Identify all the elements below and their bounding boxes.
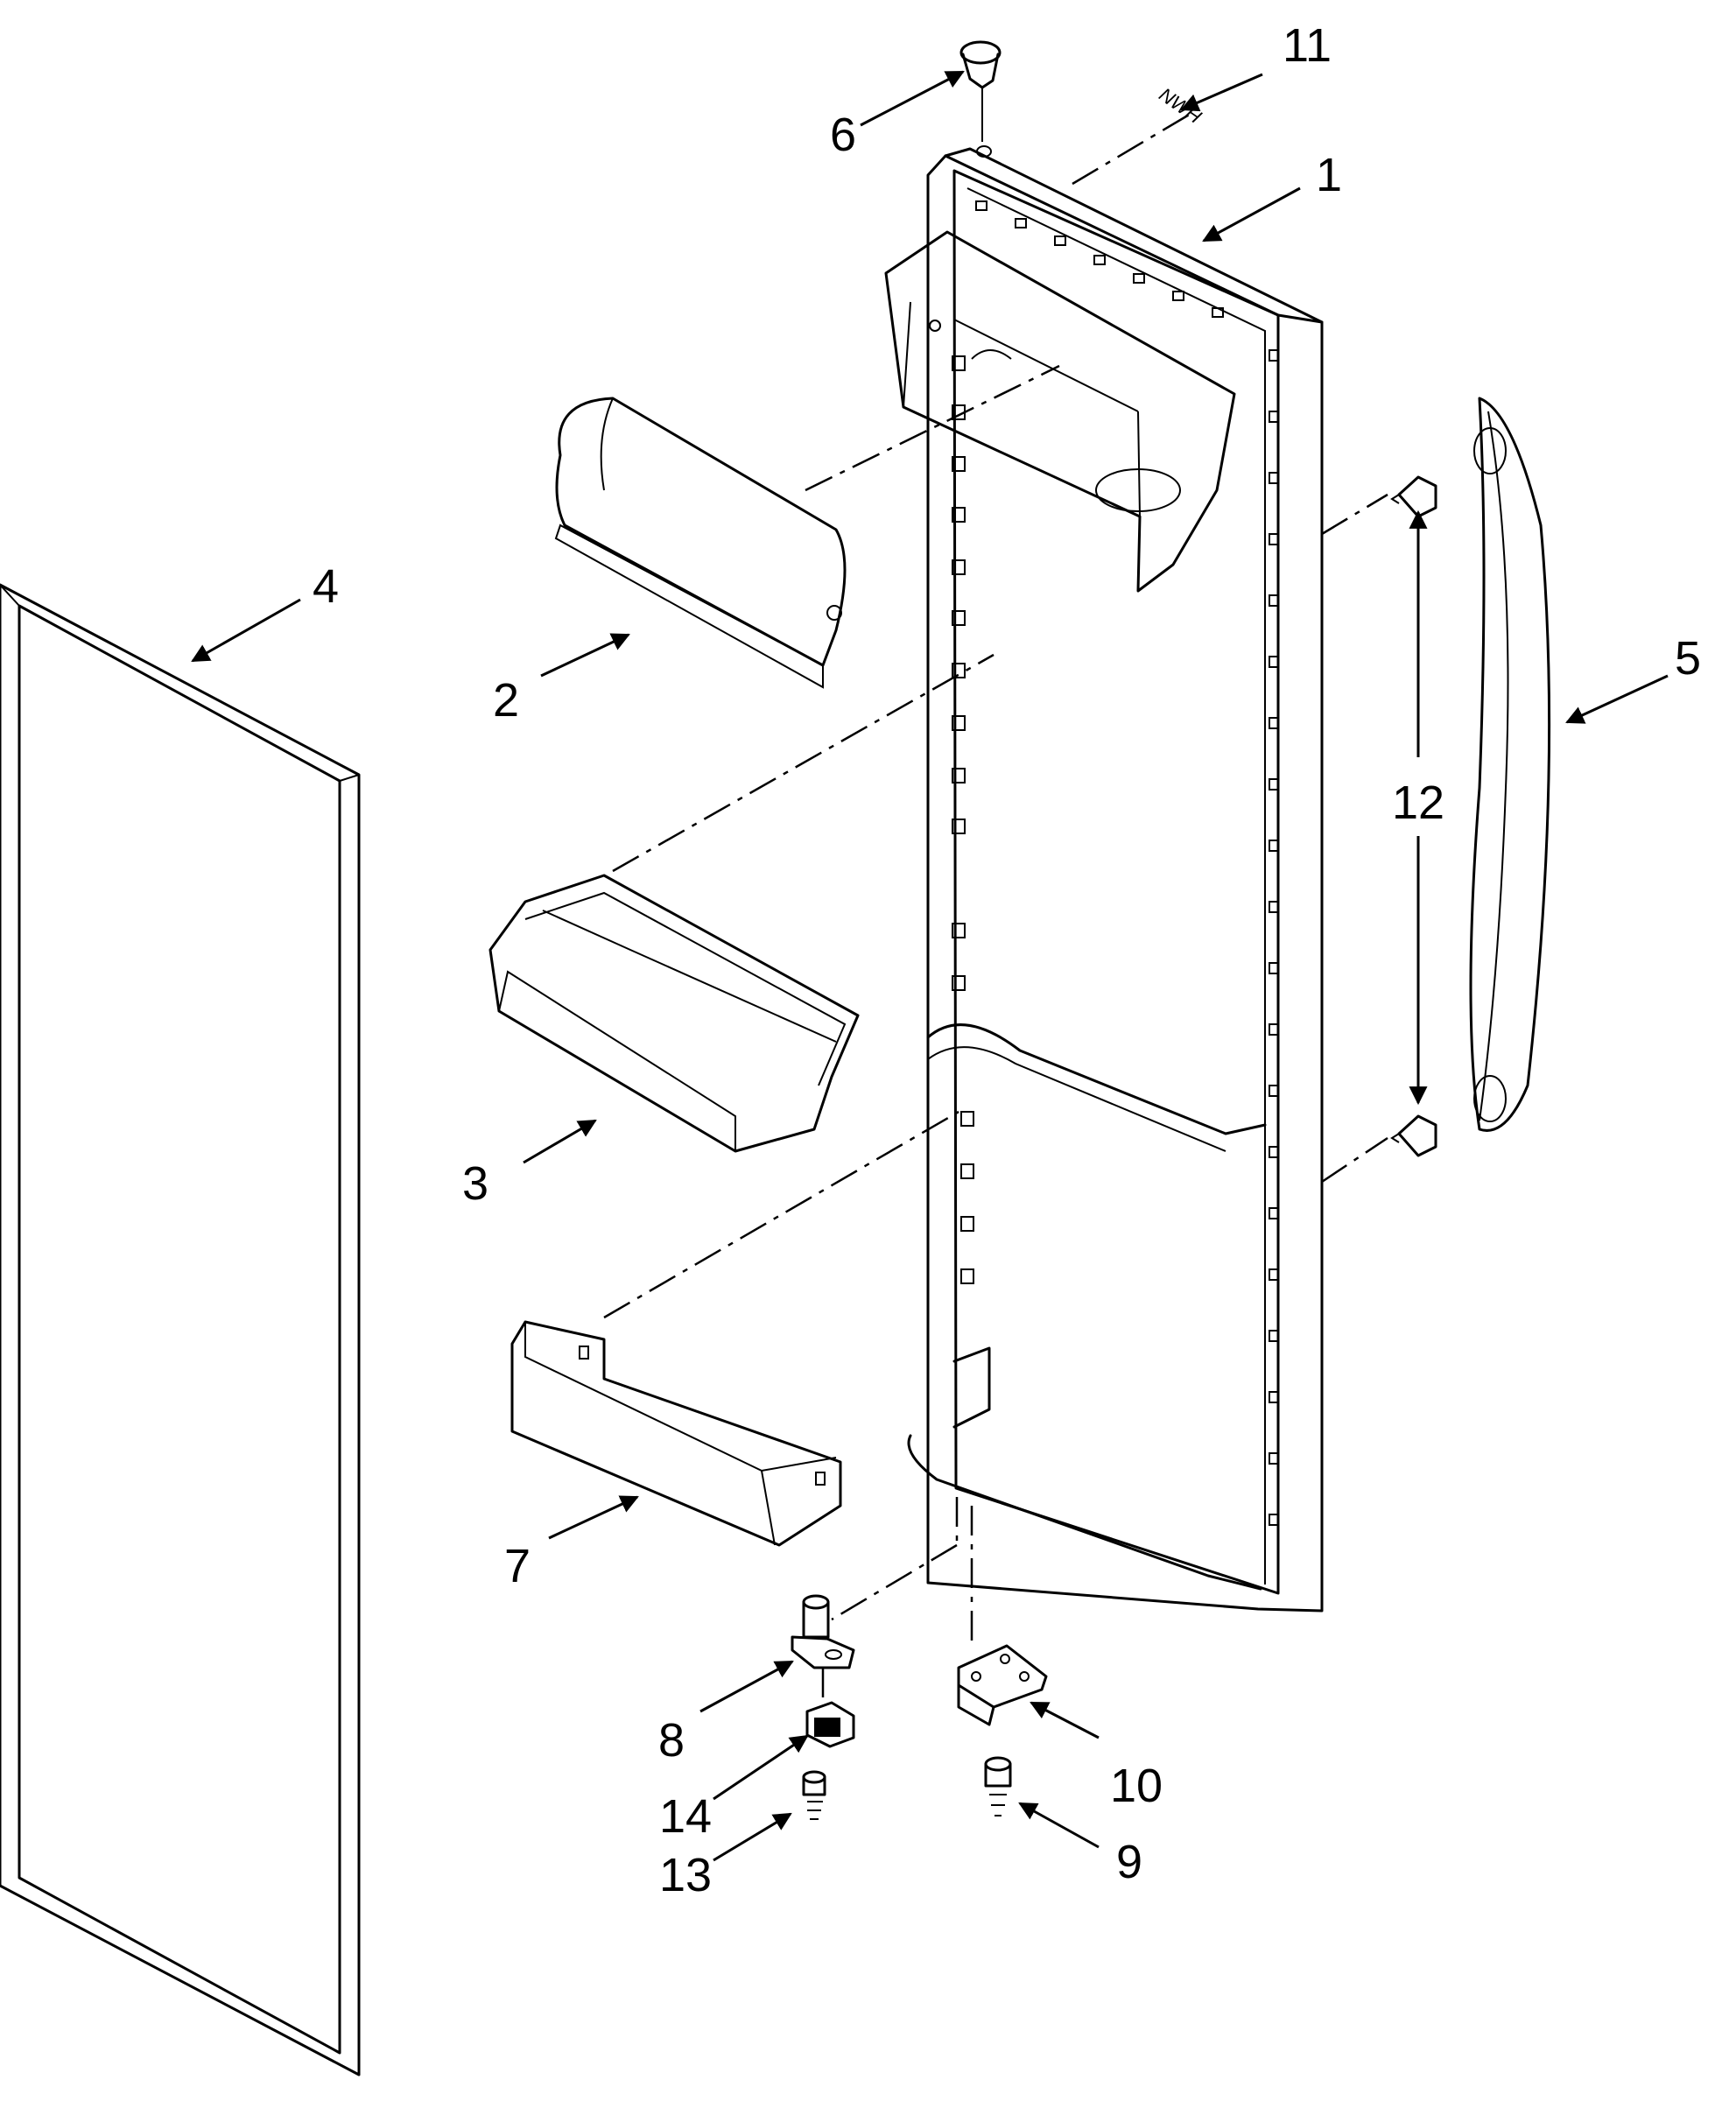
door-plug bbox=[959, 40, 1002, 158]
leader-arrows bbox=[191, 70, 1669, 1862]
bottom-door-bin bbox=[510, 1320, 842, 1547]
door-bin bbox=[488, 874, 860, 1153]
callout-5: 5 bbox=[1675, 632, 1701, 685]
callout-3: 3 bbox=[462, 1157, 488, 1210]
callout-7: 7 bbox=[504, 1540, 531, 1592]
hinge-bracket bbox=[957, 1644, 1048, 1726]
callout-10: 10 bbox=[1110, 1760, 1163, 1812]
callout-9: 9 bbox=[1116, 1836, 1142, 1888]
callout-12: 12 bbox=[1392, 776, 1444, 829]
dairy-door bbox=[554, 397, 847, 689]
door-gasket bbox=[0, 583, 361, 2076]
bottom-hinge-pin bbox=[791, 1594, 855, 1669]
callout-13: 13 bbox=[659, 1849, 712, 1901]
door-liner bbox=[884, 147, 1324, 1613]
callout-14: 14 bbox=[659, 1790, 712, 1843]
callout-4: 4 bbox=[313, 560, 339, 613]
door-handle bbox=[1469, 397, 1551, 1132]
hinge-screw-9 bbox=[984, 1756, 1012, 1816]
callout-1: 1 bbox=[1316, 149, 1342, 201]
callout-2: 2 bbox=[493, 674, 519, 727]
callout-8: 8 bbox=[658, 1714, 685, 1767]
callout-6: 6 bbox=[830, 109, 856, 161]
hinge-screw-13 bbox=[802, 1770, 826, 1820]
callout-11: 11 bbox=[1283, 19, 1332, 72]
alignment-lines bbox=[603, 112, 1388, 1705]
hinge-bearing bbox=[805, 1701, 855, 1748]
